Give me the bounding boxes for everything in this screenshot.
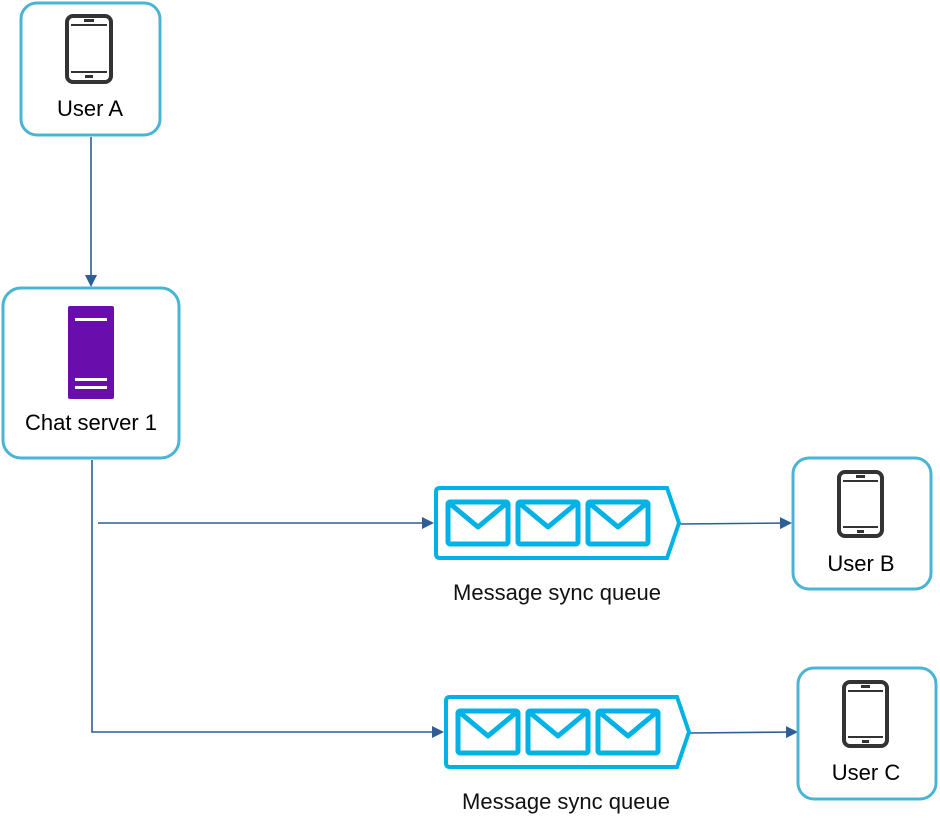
node-box [791, 456, 933, 591]
edge-queue-1-to-user-b [679, 517, 792, 530]
chat-server-label: Chat server 1 [25, 410, 157, 435]
edges [85, 137, 798, 739]
mobile-phone-icon [837, 470, 884, 538]
queue-1-label: Message sync queue [453, 580, 661, 605]
user-b-label: User B [827, 551, 894, 576]
node-box [19, 1, 162, 137]
node-user-c[interactable]: User C [796, 666, 938, 801]
mobile-phone-icon [65, 14, 113, 84]
node-user-a[interactable]: User A [19, 1, 162, 137]
message-queue-icon [434, 486, 682, 560]
user-a-label: User A [57, 96, 123, 121]
message-sync-queue-2[interactable]: Message sync queue [444, 695, 692, 814]
node-user-b[interactable]: User B [791, 456, 933, 591]
message-sync-queue-1[interactable]: Message sync queue [434, 486, 682, 605]
queue-2-label: Message sync queue [462, 789, 670, 814]
edge-chat-server-to-queue-2 [91, 460, 444, 738]
mobile-phone-icon [842, 680, 889, 748]
server-icon [68, 306, 114, 399]
node-box [796, 666, 938, 801]
message-queue-icon [444, 695, 692, 769]
node-chat-server-1[interactable]: Chat server 1 [1, 286, 181, 460]
edge-queue-2-to-user-c [689, 726, 798, 739]
user-c-label: User C [832, 760, 901, 785]
